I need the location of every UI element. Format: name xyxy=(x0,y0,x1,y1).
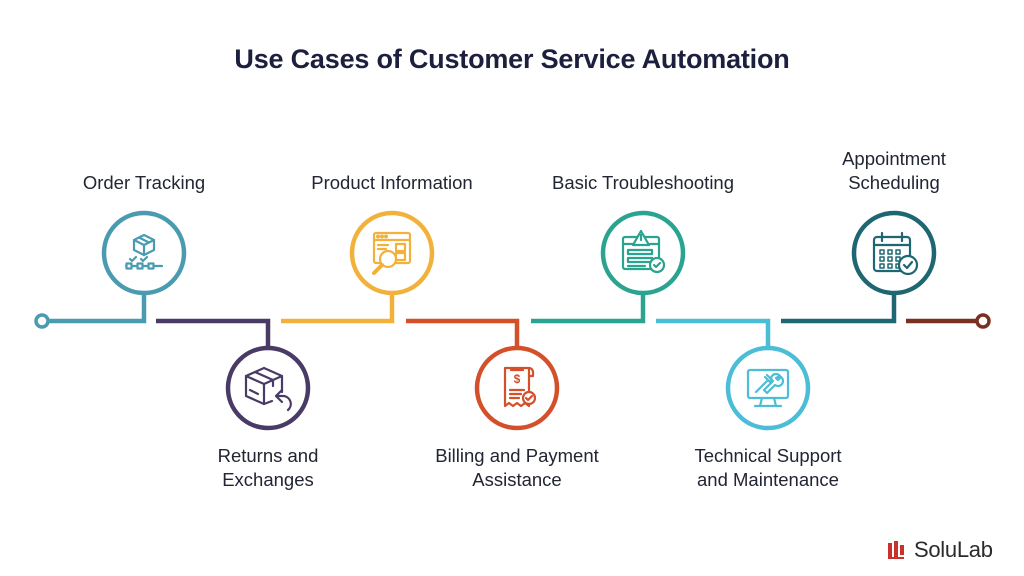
step-circle xyxy=(225,345,311,431)
timeline-segment xyxy=(281,293,395,324)
step-circle xyxy=(474,345,560,431)
solulab-logo: SoluLab xyxy=(886,536,993,564)
return-box-icon xyxy=(244,366,292,412)
timeline-segment xyxy=(156,318,271,348)
step-2 xyxy=(156,318,311,431)
step-label: Billing and Payment Assistance xyxy=(435,445,599,490)
step-1 xyxy=(49,210,187,324)
step-circle xyxy=(851,210,937,296)
step-label: Order Tracking xyxy=(82,172,206,193)
receipt-dollar-icon: $ xyxy=(503,366,537,408)
step-5 xyxy=(531,210,686,324)
timeline-segment xyxy=(49,293,147,324)
timeline-end-node xyxy=(975,313,991,329)
step-6 xyxy=(656,318,811,431)
solulab-logo-icon xyxy=(888,541,904,559)
brand-name: SoluLab xyxy=(914,537,993,562)
step-3 xyxy=(281,210,435,324)
calendar-check-icon xyxy=(872,231,919,276)
step-label: Technical Support and Maintenance xyxy=(694,445,842,490)
timeline-segment xyxy=(406,318,520,348)
step-label: Returns and Exchanges xyxy=(217,445,319,490)
step-7 xyxy=(781,210,937,324)
step-label: Basic Troubleshooting xyxy=(551,172,735,193)
package-tracking-icon xyxy=(124,233,164,270)
page-title: Use Cases of Customer Service Automation xyxy=(234,44,790,74)
step-4: $ xyxy=(406,318,560,431)
step-circle xyxy=(725,345,811,431)
warning-window-icon xyxy=(621,229,666,274)
monitor-tools-icon xyxy=(746,368,790,408)
timeline-segment xyxy=(781,293,897,324)
svg-text:$: $ xyxy=(514,372,521,386)
step-label: Product Information xyxy=(311,172,473,193)
timeline-segment xyxy=(531,293,646,324)
step-label: Appointment Scheduling xyxy=(842,148,946,193)
timeline-segment xyxy=(656,318,771,348)
timeline-start-node xyxy=(34,313,50,329)
magnifier-webpage-icon xyxy=(372,231,412,275)
